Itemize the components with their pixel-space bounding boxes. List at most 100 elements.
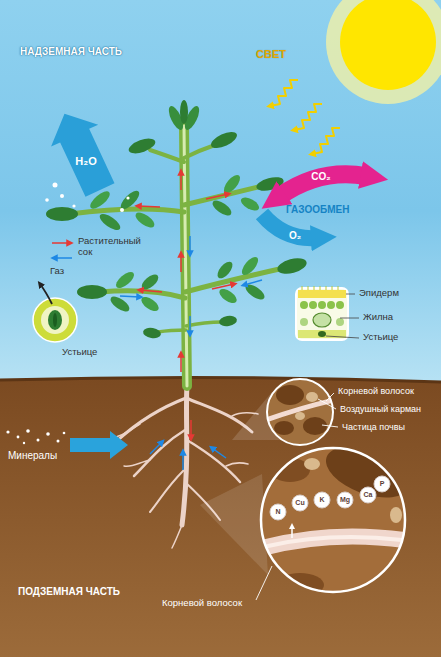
leaves xyxy=(239,254,261,277)
leaf-section-inset xyxy=(318,301,326,309)
branches xyxy=(150,150,184,162)
leaves xyxy=(139,294,161,314)
light-rays xyxy=(270,80,340,154)
leaves xyxy=(210,198,234,219)
soil-magnifier-small xyxy=(318,393,338,427)
ion-circle-shape xyxy=(337,492,353,508)
soil-magnifier-small xyxy=(267,379,333,445)
soil-magnifier-large xyxy=(268,537,402,546)
leaves xyxy=(97,211,122,233)
stem xyxy=(184,126,187,386)
leaf-section-inset xyxy=(296,286,359,340)
ion-circle-shape xyxy=(360,487,376,503)
legend-text: Газ xyxy=(50,266,64,277)
stoma-symbol xyxy=(53,313,57,327)
soil-magnifier-large xyxy=(255,436,417,600)
leaves xyxy=(139,272,161,293)
part-label: Корневой волосок xyxy=(338,386,414,396)
leaf-section-inset xyxy=(300,318,308,326)
sap-flow-arrows xyxy=(120,172,262,372)
sap-flow-arrows xyxy=(138,206,160,207)
leaves xyxy=(217,286,239,306)
sap-flow-arrows xyxy=(189,236,191,254)
leaf-section-inset xyxy=(298,290,346,298)
minerals-label: Минералы xyxy=(8,450,57,462)
leaf-section-inset xyxy=(336,301,344,309)
water-arrow xyxy=(126,196,129,199)
stoma-symbol xyxy=(33,298,77,342)
roots xyxy=(172,525,182,548)
root-flow-arrows xyxy=(190,420,192,438)
part-label: Воздушный карман xyxy=(340,404,421,414)
stoma-symbol xyxy=(40,284,52,304)
ground xyxy=(0,377,441,657)
soil-magnifier-large xyxy=(291,526,293,538)
ion-symbol: Cu xyxy=(295,499,304,507)
root-flow-arrows xyxy=(150,442,162,454)
light-rays xyxy=(312,128,340,154)
ion-circle: P xyxy=(373,475,391,493)
ion-circle-shape xyxy=(270,504,286,520)
roots xyxy=(187,440,240,482)
soil-magnifier-small xyxy=(295,412,305,420)
soil-magnifier-small xyxy=(266,400,334,420)
water-arrow xyxy=(120,208,124,212)
sap-flow-arrows xyxy=(120,296,140,297)
minerals-arrow xyxy=(37,439,40,442)
sun xyxy=(340,0,436,90)
stem xyxy=(184,126,187,386)
part-label: Устьице xyxy=(363,332,398,343)
water-arrow xyxy=(60,194,64,198)
leaf-section-inset xyxy=(302,286,338,290)
leaf-section-inset xyxy=(326,294,359,338)
soil-magnifier-small xyxy=(303,417,327,435)
water-arrow xyxy=(72,204,75,207)
stoma-symbol xyxy=(48,310,62,330)
leaves xyxy=(209,129,239,152)
leaves xyxy=(113,269,136,291)
leaves xyxy=(180,100,188,124)
sap-flow-arrows xyxy=(212,284,234,289)
root-flow-arrows xyxy=(150,420,226,470)
ion-circle: Cu xyxy=(291,494,309,512)
root-flow-arrows xyxy=(182,452,184,470)
stoma-symbol xyxy=(41,306,69,334)
soil-magnifier-large xyxy=(255,436,417,600)
magnifier-cones xyxy=(200,474,268,575)
leaves xyxy=(133,210,157,231)
root-flow-arrows xyxy=(212,448,226,458)
sap-flow-arrows xyxy=(180,172,182,190)
sun xyxy=(326,0,441,104)
soil-magnifier-small xyxy=(260,370,340,450)
legend-samples xyxy=(54,257,72,259)
ion-symbol: P xyxy=(380,480,385,488)
co2-label: CO₂ xyxy=(311,171,330,183)
stem xyxy=(184,126,187,386)
soil-magnifier-large xyxy=(390,507,402,523)
roots xyxy=(124,460,150,466)
part-label: Эпидерм xyxy=(359,288,399,299)
leaf-section-inset xyxy=(313,313,331,327)
branches xyxy=(70,209,184,214)
soil-magnifier-small xyxy=(306,392,318,402)
sun xyxy=(326,0,441,104)
leaves xyxy=(46,207,78,221)
ion-circle: N xyxy=(269,503,287,521)
roots xyxy=(150,470,184,512)
water-arrow xyxy=(45,198,49,202)
part-label: Корневой волосок xyxy=(162,598,242,609)
soil-magnifier-large xyxy=(261,448,405,592)
ion-symbol: N xyxy=(275,508,280,516)
minerals-arrow xyxy=(17,436,20,439)
roots xyxy=(182,384,187,525)
light-rays xyxy=(270,80,298,106)
part-label: Устьице xyxy=(62,347,97,358)
sap-flow-arrows xyxy=(206,194,228,199)
sap-flow-arrows xyxy=(140,290,162,292)
leaves xyxy=(127,136,157,157)
leaf-section-inset xyxy=(336,318,344,326)
water-arrow xyxy=(41,103,124,201)
branches xyxy=(158,330,186,332)
